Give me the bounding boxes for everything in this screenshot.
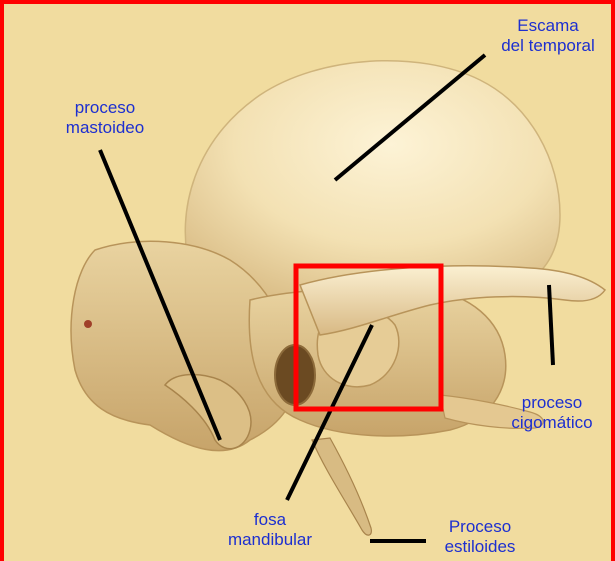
label-cigomatico-line1: proceso bbox=[492, 393, 612, 413]
label-estiloides-line1: Proceso bbox=[420, 517, 540, 537]
label-fosa-line1: fosa bbox=[205, 510, 335, 530]
label-mastoideo: proceso mastoideo bbox=[40, 98, 170, 138]
label-estiloides: Proceso estiloides bbox=[420, 517, 540, 557]
mastoid-foramen-shape bbox=[84, 320, 92, 328]
label-mastoideo-line1: proceso bbox=[40, 98, 170, 118]
label-escama: Escama del temporal bbox=[478, 16, 615, 56]
label-cigomatico: proceso cigomático bbox=[492, 393, 612, 433]
label-escama-line2: del temporal bbox=[478, 36, 615, 56]
label-fosa-line2: mandibular bbox=[205, 530, 335, 550]
label-estiloides-line2: estiloides bbox=[420, 537, 540, 557]
label-cigomatico-line2: cigomático bbox=[492, 413, 612, 433]
label-escama-line1: Escama bbox=[478, 16, 615, 36]
label-mastoideo-line2: mastoideo bbox=[40, 118, 170, 138]
label-fosa: fosa mandibular bbox=[205, 510, 335, 550]
